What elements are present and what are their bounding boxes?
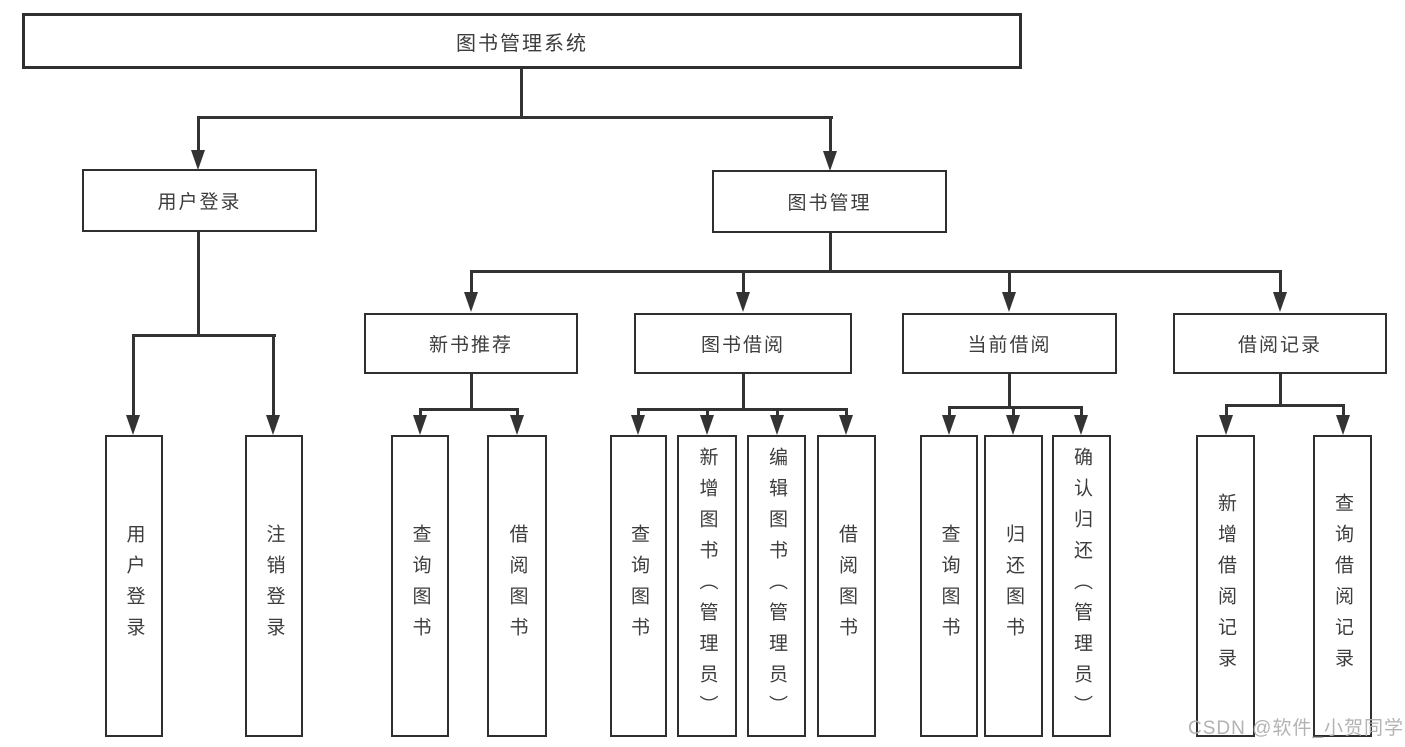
connector-line bbox=[197, 232, 200, 337]
connector-line bbox=[1080, 406, 1083, 418]
arrowhead-icon bbox=[1006, 415, 1020, 435]
connector-line bbox=[419, 408, 519, 411]
node-borrowing-records-label: 借阅记录 bbox=[1237, 335, 1322, 356]
leaf-query-books-recommend: 查询图书 bbox=[391, 435, 449, 737]
connector-line bbox=[637, 408, 847, 411]
leaf-borrow-books-recommend-label: 借阅图书 bbox=[506, 524, 528, 648]
arrowhead-icon bbox=[1273, 292, 1287, 312]
connector-line bbox=[197, 116, 200, 152]
arrowhead-icon bbox=[700, 415, 714, 435]
connector-line bbox=[516, 408, 519, 418]
arrowhead-icon bbox=[823, 151, 837, 171]
arrowhead-icon bbox=[510, 415, 524, 435]
node-book-borrowing: 图书借阅 bbox=[634, 313, 852, 374]
connector-line bbox=[272, 334, 275, 418]
connector-line bbox=[1279, 270, 1282, 294]
connector-line bbox=[948, 406, 1083, 409]
leaf-query-borrow-record-label: 查询借阅记录 bbox=[1332, 493, 1353, 679]
leaf-add-books-admin-label: 新增图书（管理员） bbox=[696, 446, 718, 726]
arrowhead-icon bbox=[839, 415, 853, 435]
arrowhead-icon bbox=[942, 415, 956, 435]
arrowhead-icon bbox=[266, 415, 280, 435]
arrowhead-icon bbox=[736, 292, 750, 312]
node-new-book-recommend: 新书推荐 bbox=[364, 313, 578, 374]
leaf-return-books: 归还图书 bbox=[984, 435, 1043, 737]
connector-line bbox=[470, 270, 1282, 273]
arrowhead-icon bbox=[413, 415, 427, 435]
leaf-user-login: 用户登录 bbox=[105, 435, 163, 737]
connector-line bbox=[470, 374, 473, 411]
connector-line bbox=[470, 270, 473, 294]
leaf-borrow-books-label: 借阅图书 bbox=[836, 524, 857, 648]
leaf-logout-label: 注销登录 bbox=[263, 524, 285, 648]
leaf-user-login-label: 用户登录 bbox=[123, 524, 145, 648]
leaf-confirm-return-admin-label: 确认归还（管理员） bbox=[1071, 446, 1092, 726]
arrowhead-icon bbox=[1336, 415, 1350, 435]
arrowhead-icon bbox=[126, 415, 140, 435]
node-user-login-label: 用户登录 bbox=[157, 192, 242, 213]
connector-line bbox=[132, 334, 276, 337]
connector-line bbox=[419, 408, 422, 418]
watermark-text: CSDN @软件_小贺同学 bbox=[1188, 718, 1404, 739]
leaf-borrow-books-recommend: 借阅图书 bbox=[487, 435, 547, 737]
leaf-query-books-current: 查询图书 bbox=[920, 435, 978, 737]
connector-line bbox=[520, 69, 523, 119]
node-current-borrowing-label: 当前借阅 bbox=[967, 335, 1052, 356]
leaf-query-books-recommend-label: 查询图书 bbox=[409, 524, 431, 648]
node-current-borrowing: 当前借阅 bbox=[902, 313, 1117, 374]
arrowhead-icon bbox=[464, 292, 478, 312]
leaf-query-books-borrowing: 查询图书 bbox=[610, 435, 667, 737]
connector-line bbox=[706, 408, 709, 418]
leaf-query-books-borrowing-label: 查询图书 bbox=[628, 524, 649, 648]
connector-line bbox=[742, 374, 745, 411]
connector-line bbox=[829, 116, 832, 152]
arrowhead-icon bbox=[1074, 415, 1088, 435]
leaf-add-borrow-record-label: 新增借阅记录 bbox=[1215, 493, 1236, 679]
leaf-logout: 注销登录 bbox=[245, 435, 303, 737]
leaf-query-borrow-record: 查询借阅记录 bbox=[1313, 435, 1372, 737]
leaf-add-borrow-record: 新增借阅记录 bbox=[1196, 435, 1255, 737]
connector-line bbox=[637, 408, 640, 418]
node-user-login: 用户登录 bbox=[82, 169, 317, 232]
leaf-borrow-books: 借阅图书 bbox=[817, 435, 876, 737]
arrowhead-icon bbox=[1002, 292, 1016, 312]
arrowhead-icon bbox=[1219, 415, 1233, 435]
connector-line bbox=[845, 408, 848, 418]
node-book-borrowing-label: 图书借阅 bbox=[700, 335, 785, 356]
leaf-query-books-current-label: 查询图书 bbox=[938, 524, 960, 648]
node-new-book-recommend-label: 新书推荐 bbox=[428, 335, 513, 356]
arrowhead-icon bbox=[191, 150, 205, 170]
arrowhead-icon bbox=[770, 415, 784, 435]
connector-line bbox=[1008, 270, 1011, 294]
connector-line bbox=[776, 408, 779, 418]
leaf-edit-books-admin: 编辑图书（管理员） bbox=[747, 435, 806, 737]
connector-line bbox=[1342, 404, 1345, 418]
connector-line bbox=[197, 116, 833, 119]
connector-line bbox=[742, 270, 745, 294]
node-borrowing-records: 借阅记录 bbox=[1173, 313, 1387, 374]
connector-line bbox=[1008, 374, 1011, 409]
node-root: 图书管理系统 bbox=[22, 13, 1022, 69]
node-book-management: 图书管理 bbox=[712, 170, 947, 233]
connector-line bbox=[829, 233, 832, 273]
node-book-management-label: 图书管理 bbox=[787, 193, 872, 214]
connector-line bbox=[132, 334, 135, 418]
leaf-return-books-label: 归还图书 bbox=[1003, 524, 1024, 648]
leaf-edit-books-admin-label: 编辑图书（管理员） bbox=[766, 446, 787, 726]
connector-line bbox=[948, 406, 951, 418]
connector-line bbox=[1225, 404, 1228, 418]
leaf-add-books-admin: 新增图书（管理员） bbox=[677, 435, 737, 737]
leaf-confirm-return-admin: 确认归还（管理员） bbox=[1052, 435, 1111, 737]
node-root-label: 图书管理系统 bbox=[456, 32, 588, 55]
connector-line bbox=[1279, 374, 1282, 407]
connector-line bbox=[1012, 406, 1015, 418]
arrowhead-icon bbox=[631, 415, 645, 435]
connector-line bbox=[1225, 404, 1345, 407]
